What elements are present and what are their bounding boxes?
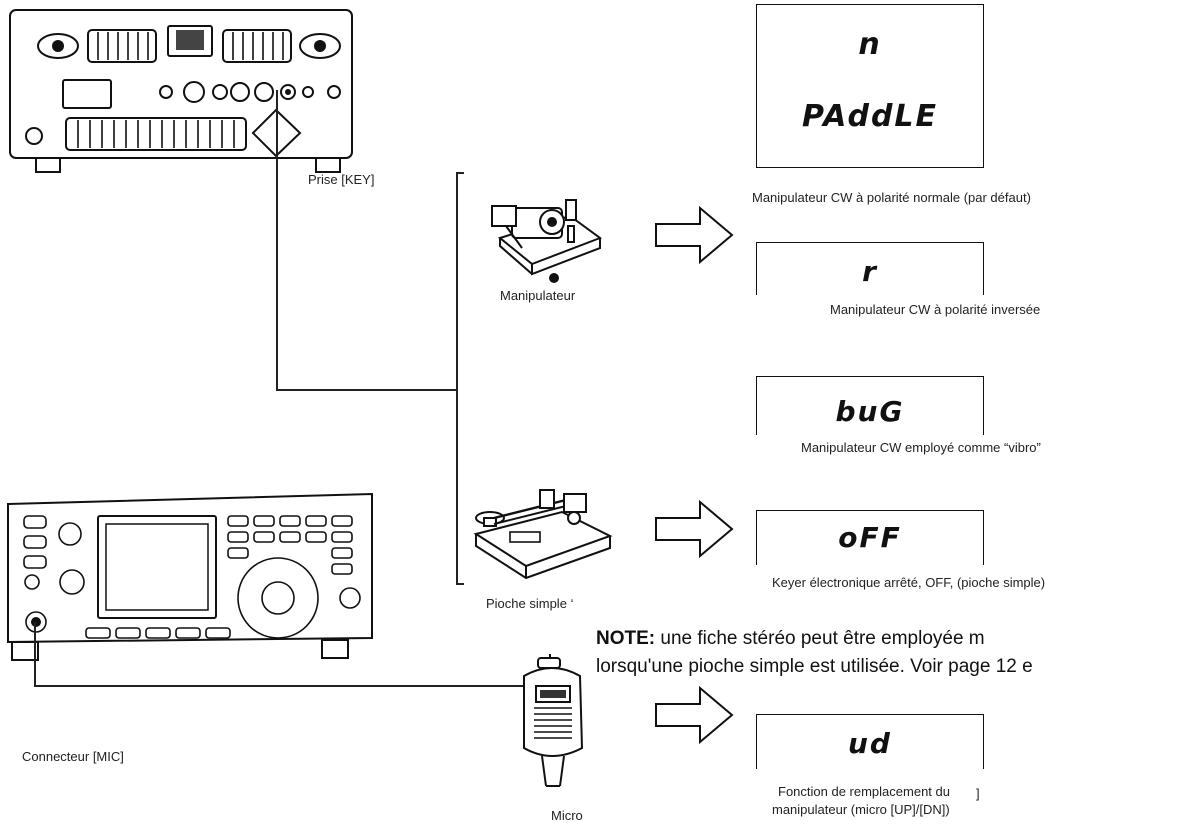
straight-key-icon bbox=[470, 474, 618, 592]
note-label: NOTE: bbox=[596, 628, 655, 649]
straight-key-label-suffix: ‘ bbox=[571, 596, 574, 611]
straight-key-label-text: Pioche simple bbox=[486, 596, 567, 611]
note-line-2: lorsqu'une pioche simple est utilisée. V… bbox=[596, 656, 1033, 678]
display-paddle-normal-caption: Manipulateur CW à polarité normale (par … bbox=[752, 190, 1031, 205]
branch-top-tick bbox=[456, 172, 464, 174]
display-paddle-normal: n PAddLE bbox=[756, 4, 984, 168]
mic-connector-label: Connecteur [MIC] bbox=[22, 749, 124, 764]
microphone-label: Micro bbox=[551, 808, 583, 823]
note-line-1: NOTE: une fiche stéréo peut être employé… bbox=[596, 628, 985, 650]
arrow-icon-paddle bbox=[654, 206, 736, 264]
transceiver-rear-panel bbox=[8, 8, 356, 188]
display-paddle-normal-main: PAddLE bbox=[757, 99, 983, 134]
display-bug-main: buG bbox=[757, 395, 983, 428]
display-paddle-reverse: r bbox=[756, 242, 984, 295]
mic-horizontal-line bbox=[34, 685, 530, 687]
arrow-icon-microphone bbox=[654, 686, 736, 744]
arrow-icon-straight-key bbox=[654, 500, 736, 558]
display-off-caption: Keyer électronique arrêté, OFF, (pioche … bbox=[772, 575, 1045, 590]
display-paddle-normal-top: n bbox=[757, 27, 983, 62]
note-text-1: une fiche stéréo peut être employée m bbox=[660, 628, 984, 649]
transceiver-front-panel bbox=[6, 490, 378, 670]
branch-vertical-line bbox=[456, 172, 458, 584]
note-text-2: lorsqu'une pioche simple est utilisée. V… bbox=[596, 656, 1033, 677]
display-ud-caption-line2: manipulateur (micro [UP]/[DN]) bbox=[772, 802, 950, 817]
key-jack-label: Prise [KEY] bbox=[308, 172, 374, 187]
straight-key-label: Pioche simple ‘ bbox=[486, 596, 573, 611]
mic-drop-line bbox=[34, 622, 36, 686]
paddle-icon bbox=[482, 186, 610, 286]
microphone-icon bbox=[512, 652, 598, 792]
display-off-main: oFF bbox=[757, 521, 983, 554]
display-ud-bracket: ] bbox=[976, 786, 980, 801]
display-paddle-reverse-main: r bbox=[757, 255, 983, 288]
display-ud: ud bbox=[756, 714, 984, 769]
display-off: oFF bbox=[756, 510, 984, 565]
key-jack-horizontal-line bbox=[276, 389, 457, 391]
branch-bottom-tick bbox=[456, 583, 464, 585]
display-ud-caption-line1: Fonction de remplacement du bbox=[778, 784, 950, 799]
display-bug: buG bbox=[756, 376, 984, 435]
key-jack-drop-line bbox=[276, 90, 278, 390]
display-paddle-reverse-caption: Manipulateur CW à polarité inversée bbox=[830, 302, 1040, 317]
display-ud-main: ud bbox=[757, 727, 983, 760]
display-bug-caption: Manipulateur CW employé comme “vibro” bbox=[801, 440, 1041, 455]
paddle-label: Manipulateur bbox=[500, 288, 575, 303]
